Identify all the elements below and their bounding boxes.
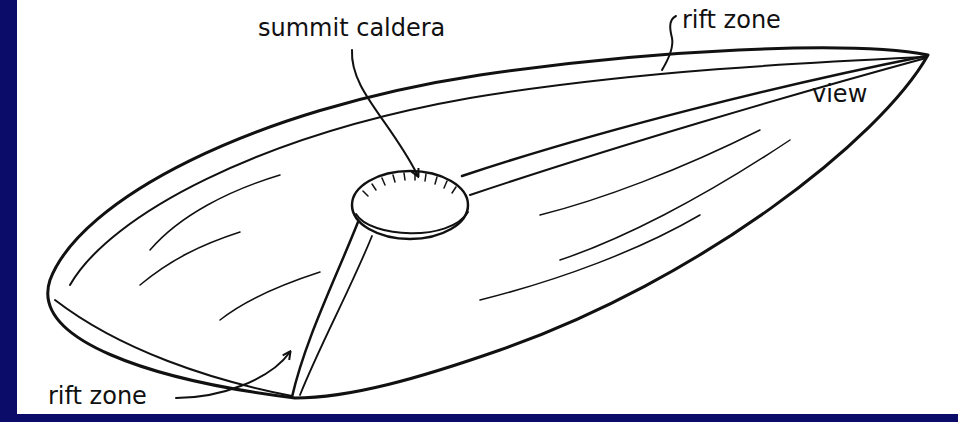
- rift-zone-label: rift zone: [48, 382, 147, 410]
- rift-zone-label: rift zone: [682, 6, 781, 34]
- view-label: view: [812, 80, 867, 108]
- caldera-label: summit caldera: [258, 14, 445, 42]
